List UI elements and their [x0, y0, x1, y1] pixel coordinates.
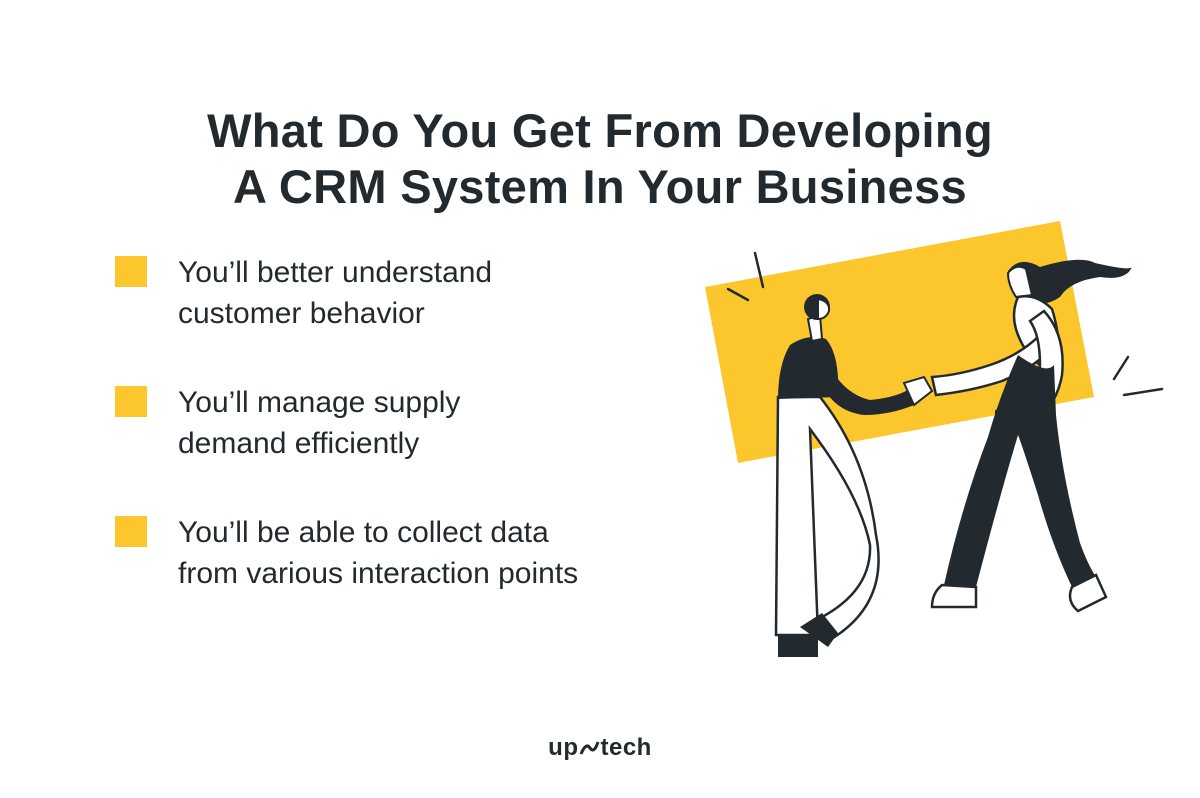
- benefits-list: You’ll better understand customer behavi…: [115, 252, 715, 642]
- list-item-text: You’ll manage supply demand efficiently: [178, 386, 461, 460]
- title-line-2: A CRM System In Your Business: [233, 160, 967, 214]
- list-item: You’ll better understand customer behavi…: [115, 252, 715, 382]
- logo-text-right: tech: [600, 734, 652, 761]
- handshake-illustration-icon: [700, 215, 1170, 665]
- bullet-square-icon: [115, 386, 147, 417]
- list-item: You’ll manage supply demand efficiently: [115, 382, 715, 512]
- bullet-square-icon: [115, 516, 147, 547]
- title-line-1: What Do You Get From Developing: [207, 104, 993, 158]
- list-item-text: You’ll be able to collect data from vari…: [178, 516, 579, 590]
- list-item: You’ll be able to collect data from vari…: [115, 512, 715, 642]
- bullet-square-icon: [115, 256, 147, 287]
- logo-dna-icon: [578, 736, 600, 755]
- page-title: What Do You Get From Developing A CRM Sy…: [0, 103, 1200, 215]
- logo-text-left: up: [548, 734, 579, 761]
- list-item-text: You’ll better understand customer behavi…: [178, 256, 493, 330]
